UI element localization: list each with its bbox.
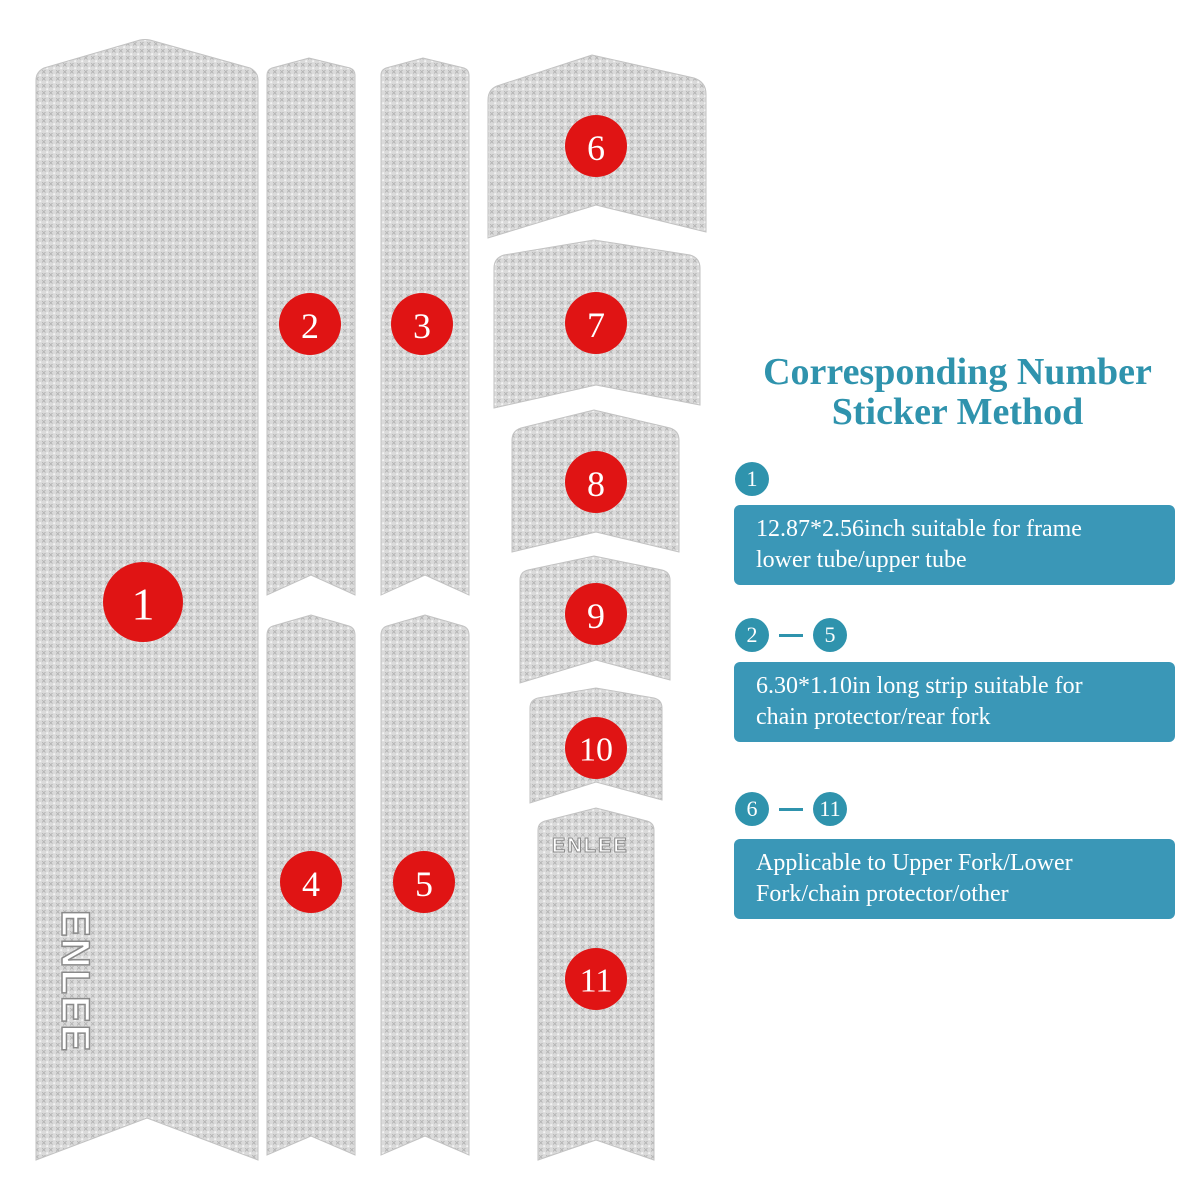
group-3-end-badge: 11 <box>813 792 847 826</box>
marker-1: 1 <box>103 562 183 642</box>
group-2-description: 6.30*1.10in long strip suitable for chai… <box>734 662 1175 742</box>
marker-5: 5 <box>393 851 455 913</box>
group-3-label: 6 11 <box>735 791 847 827</box>
group-1-start-badge: 1 <box>735 462 769 496</box>
marker-6: 6 <box>565 115 627 177</box>
group-2-start-badge: 2 <box>735 618 769 652</box>
panel-title: Corresponding Number Sticker Method <box>725 352 1190 432</box>
range-dash <box>779 807 803 811</box>
marker-11: 11 <box>565 948 627 1010</box>
svg-text:3: 3 <box>413 306 431 346</box>
marker-3: 3 <box>391 293 453 355</box>
svg-text:2: 2 <box>301 306 319 346</box>
svg-text:9: 9 <box>587 596 605 636</box>
svg-text:6: 6 <box>587 128 605 168</box>
svg-text:8: 8 <box>587 464 605 504</box>
group-2-label: 2 5 <box>735 617 847 653</box>
marker-2: 2 <box>279 293 341 355</box>
group-3-text-line-1: Applicable to Upper Fork/Lower <box>756 850 1073 876</box>
group-2-end-badge: 5 <box>813 618 847 652</box>
group-3-description: Applicable to Upper Fork/Lower Fork/chai… <box>734 839 1175 919</box>
svg-text:1: 1 <box>132 579 155 630</box>
group-1-text-line-2: lower tube/upper tube <box>756 547 967 573</box>
marker-9: 9 <box>565 583 627 645</box>
marker-4: 4 <box>280 851 342 913</box>
svg-text:ENLEE: ENLEE <box>53 910 97 1053</box>
group-3-start-badge: 6 <box>735 792 769 826</box>
group-3-text-line-2: Fork/chain protector/other <box>756 881 1009 907</box>
range-dash <box>779 633 803 637</box>
group-1-description: 12.87*2.56inch suitable for frame lower … <box>734 505 1175 585</box>
marker-8: 8 <box>565 451 627 513</box>
panel-title-line-1: Corresponding Number <box>763 351 1152 393</box>
panel-title-line-2: Sticker Method <box>831 391 1084 433</box>
svg-text:7: 7 <box>587 305 605 345</box>
svg-text:10: 10 <box>579 732 613 769</box>
svg-text:4: 4 <box>302 864 320 904</box>
group-1-text-line-1: 12.87*2.56inch suitable for frame <box>756 516 1082 542</box>
svg-text:5: 5 <box>415 864 433 904</box>
svg-text:11: 11 <box>580 963 613 1000</box>
brand-logo-vertical: ENLEE <box>52 909 98 1054</box>
svg-text:ENLEE: ENLEE <box>552 835 629 857</box>
group-2-text-line-2: chain protector/rear fork <box>756 704 991 730</box>
brand-logo-horizontal: ENLEE <box>552 835 629 858</box>
marker-10: 10 <box>565 717 627 779</box>
group-1-label: 1 <box>735 461 769 497</box>
marker-7: 7 <box>565 292 627 354</box>
group-2-text-line-1: 6.30*1.10in long strip suitable for <box>756 673 1083 699</box>
